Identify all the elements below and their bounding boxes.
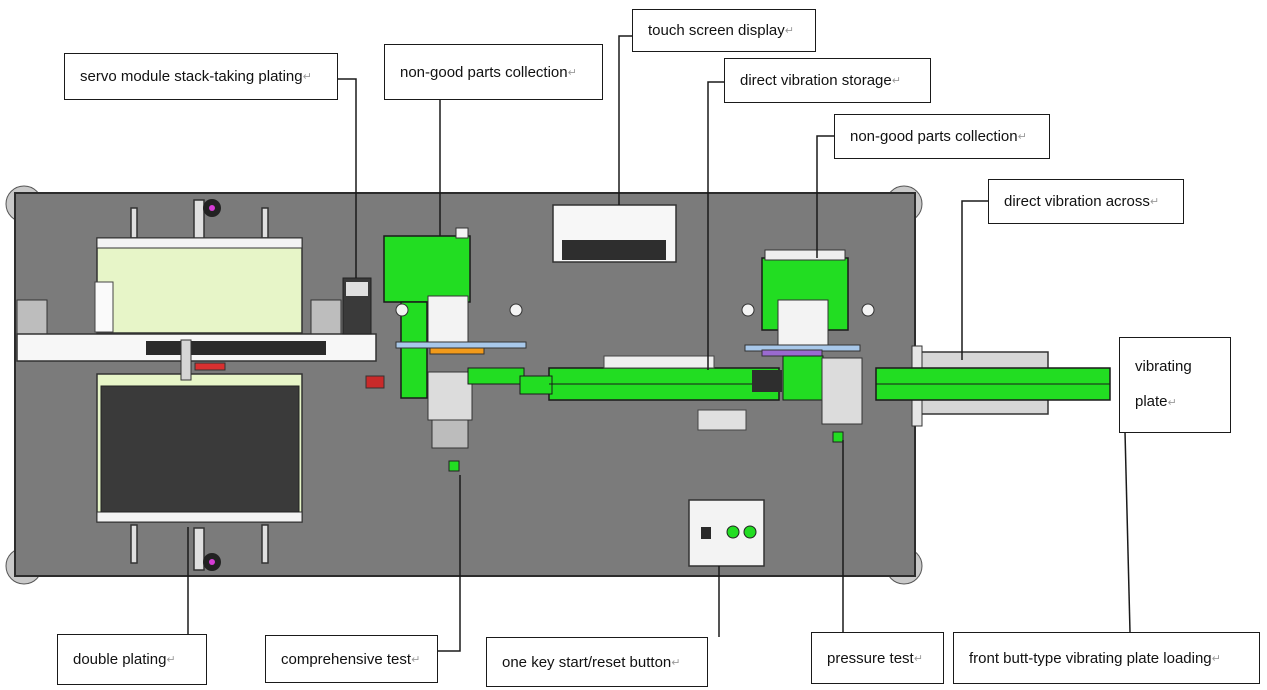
label-front-butt-type-vibrating-plate-loading: front butt-type vibrating plate loading↵: [953, 632, 1260, 684]
return-mark: ↵: [1017, 131, 1027, 143]
label-comprehensive-test: comprehensive test↵: [265, 635, 438, 683]
label-touch-screen-display: touch screen display↵: [632, 9, 816, 52]
label-text: comprehensive test: [281, 650, 412, 668]
pressure-test-module: [741, 249, 875, 443]
touch-screen-display: [552, 204, 677, 263]
return-mark: ↵: [1167, 397, 1177, 409]
label-text: pressure test: [827, 649, 914, 667]
return-mark: ↵: [411, 653, 421, 666]
label-non-good-parts-collection-left: non-good parts collection↵: [384, 44, 603, 100]
return-mark: ↵: [1149, 196, 1160, 208]
direct-vibration-track-right: [875, 345, 1111, 427]
start-reset-control-box: [688, 499, 765, 567]
label-vibrating-plate: vibrating plate↵: [1119, 337, 1231, 433]
label-non-good-parts-collection-right: non-good parts collection↵: [834, 114, 1050, 159]
return-mark: ↵: [784, 25, 794, 37]
label-text: direct vibration across: [1004, 193, 1150, 210]
return-mark: ↵: [913, 652, 923, 665]
comprehensive-test-module: [365, 227, 527, 472]
part-grid: [100, 385, 300, 513]
label-text-line2: plate: [1135, 393, 1168, 410]
label-servo-module-stack-taking-plating: servo module stack-taking plating↵: [64, 53, 338, 100]
label-text: touch screen display: [648, 22, 785, 39]
return-mark: ↵: [302, 71, 312, 83]
return-mark: ↵: [671, 656, 681, 669]
double-plating-assembly: [16, 199, 377, 571]
label-direct-vibration-across: direct vibration across↵: [988, 179, 1184, 224]
label-text: servo module stack-taking plating: [80, 68, 303, 85]
label-text: direct vibration storage: [740, 72, 892, 89]
label-pressure-test: pressure test↵: [811, 632, 944, 684]
label-text: one key start/reset button: [502, 653, 672, 671]
label-text: non-good parts collection: [850, 128, 1018, 145]
label-text: front butt-type vibrating plate loading: [969, 649, 1212, 667]
label-double-plating: double plating↵: [57, 634, 207, 685]
return-mark: ↵: [567, 66, 577, 79]
label-text-line1: vibrating: [1135, 358, 1192, 375]
label-direct-vibration-storage: direct vibration storage↵: [724, 58, 931, 103]
return-mark: ↵: [891, 75, 901, 87]
label-one-key-start-reset-button: one key start/reset button↵: [486, 637, 708, 687]
return-mark: ↵: [1211, 652, 1221, 665]
return-mark: ↵: [166, 654, 176, 666]
label-text: double plating: [73, 651, 167, 668]
label-text: non-good parts collection: [400, 63, 568, 81]
direct-vibration-track-left: [519, 355, 780, 431]
